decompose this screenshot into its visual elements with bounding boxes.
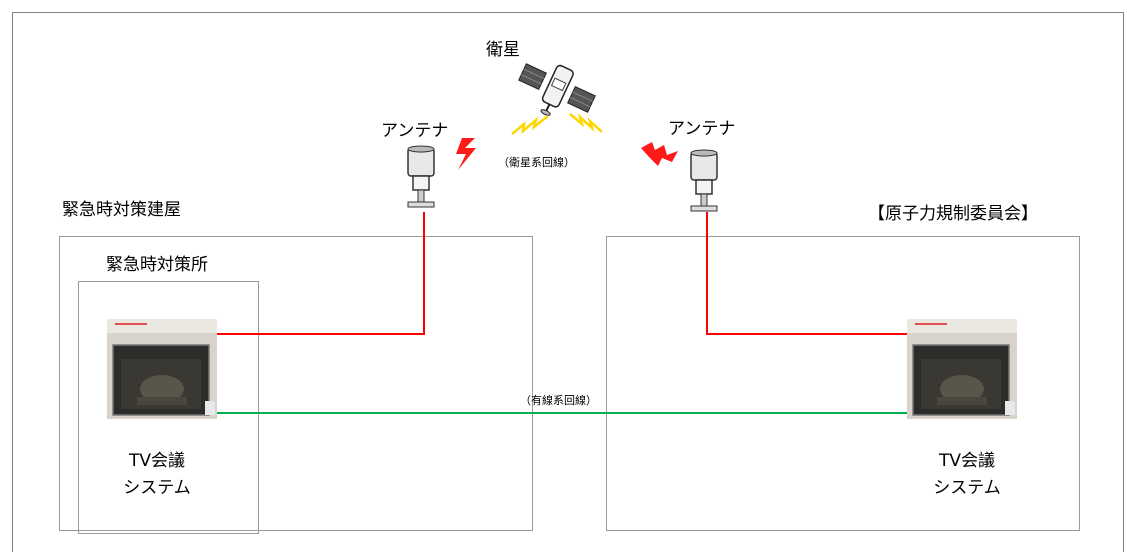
antenna-signal-left-icon bbox=[456, 138, 476, 170]
antenna-right-label: アンテナ bbox=[668, 119, 736, 139]
tv-system-left-label: TV会議 システム bbox=[107, 448, 207, 502]
tv-system-right-label: TV会議 システム bbox=[917, 448, 1017, 502]
tv-left-line2: システム bbox=[123, 478, 191, 498]
tv-monitor-right-icon bbox=[907, 319, 1017, 419]
emergency-office-label: 緊急時対策所 bbox=[106, 255, 208, 275]
satellite-icon bbox=[518, 63, 596, 116]
satellite-line-right bbox=[706, 212, 907, 335]
emergency-office-box bbox=[78, 281, 259, 534]
satellite-signal-left-icon bbox=[511, 115, 549, 135]
diagram-frame bbox=[12, 12, 1124, 552]
satellite-signal-right-icon bbox=[569, 113, 603, 133]
antenna-left-icon bbox=[407, 145, 435, 208]
wired-line-label: （有線系回線） bbox=[520, 394, 597, 407]
nra-label: 【原子力規制委員会】 bbox=[868, 204, 1038, 224]
emergency-building-box bbox=[59, 236, 533, 531]
tv-left-line1: TV会議 bbox=[128, 451, 185, 471]
antenna-signal-right-icon bbox=[641, 142, 678, 166]
satellite-line-left bbox=[215, 212, 425, 335]
emergency-building-label: 緊急時対策建屋 bbox=[62, 200, 181, 220]
satellite-line-label: （衛星系回線） bbox=[498, 156, 575, 169]
tv-right-line2: システム bbox=[933, 478, 1001, 498]
nra-box bbox=[606, 236, 1080, 531]
tv-monitor-left-icon bbox=[107, 319, 217, 419]
antenna-left-label: アンテナ bbox=[381, 121, 449, 141]
antenna-right-icon bbox=[690, 149, 718, 212]
satellite-label: 衛星 bbox=[486, 40, 520, 60]
tv-right-line1: TV会議 bbox=[938, 451, 995, 471]
